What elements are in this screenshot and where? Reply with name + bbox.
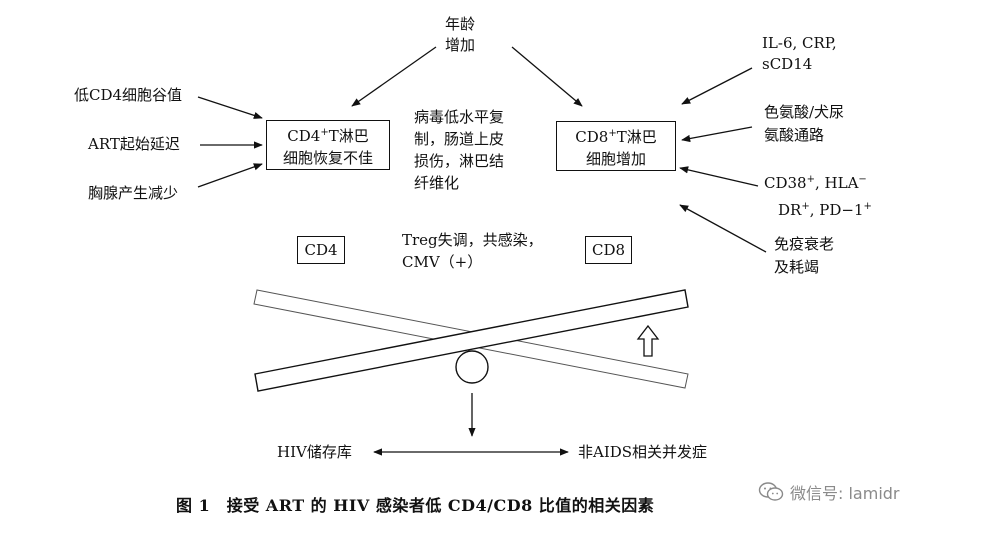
arrow-activation-to-cd8 <box>679 166 759 187</box>
figure-caption: 图 1 接受 ART 的 HIV 感染者低 CD4/CD8 比值的相关因素 <box>176 496 655 515</box>
left-factor-delay: ART起始延迟 <box>88 135 180 153</box>
cd8-increase-box: CD8+T淋巴 细胞增加 <box>556 121 676 171</box>
seesaw-cd4-label: CD4 <box>297 236 345 264</box>
seesaw-board-tilted <box>254 289 689 392</box>
hiv-reservoir-label: HIV储存库 <box>277 443 352 461</box>
wechat-watermark: 微信号: lamidr <box>758 480 900 504</box>
arrow-age-to-cd8 <box>511 46 583 107</box>
right-factor-activation-markers: CD38+, HLA− DR+, PD−1+ <box>764 174 872 219</box>
up-hollow-arrow-icon <box>636 324 660 357</box>
cd4-recovery-box: CD4+T淋巴 细胞恢复不佳 <box>266 120 390 170</box>
arrow-senescence-to-cd8 <box>679 204 767 253</box>
right-factor-senescence: 免疫衰老 及耗竭 <box>774 235 835 276</box>
seesaw-cd8-label: CD8 <box>585 236 632 264</box>
watermark-text: 微信号: lamidr <box>790 484 900 503</box>
arrow-age-to-cd4 <box>351 46 437 107</box>
mechanism-text: 病毒低水平复 制，肠道上皮 损伤，淋巴结 纤维化 <box>414 108 505 192</box>
seesaw-fulcrum <box>455 350 489 384</box>
age-increase-label: 年龄 增加 <box>445 15 476 54</box>
right-factor-tryptophan: 色氨酸/犬尿 氨酸通路 <box>764 103 845 144</box>
arrow-il6-to-cd8 <box>681 67 753 105</box>
treg-coinfection-text: Treg失调，共感染， CMV（+） <box>402 231 543 271</box>
left-factor-nadir: 低CD4细胞谷值 <box>74 86 183 104</box>
right-factor-inflammation: IL-6, CRP, sCD14 <box>762 34 837 73</box>
arrow-nadir-to-cd4 <box>197 96 263 119</box>
arrow-trp-to-cd8 <box>681 126 753 143</box>
non-aids-complications-label: 非AIDS相关并发症 <box>578 443 708 461</box>
left-factor-thymus: 胸腺产生减少 <box>88 184 179 202</box>
wechat-icon <box>758 482 784 501</box>
arrow-thymus-to-cd4 <box>197 163 263 188</box>
